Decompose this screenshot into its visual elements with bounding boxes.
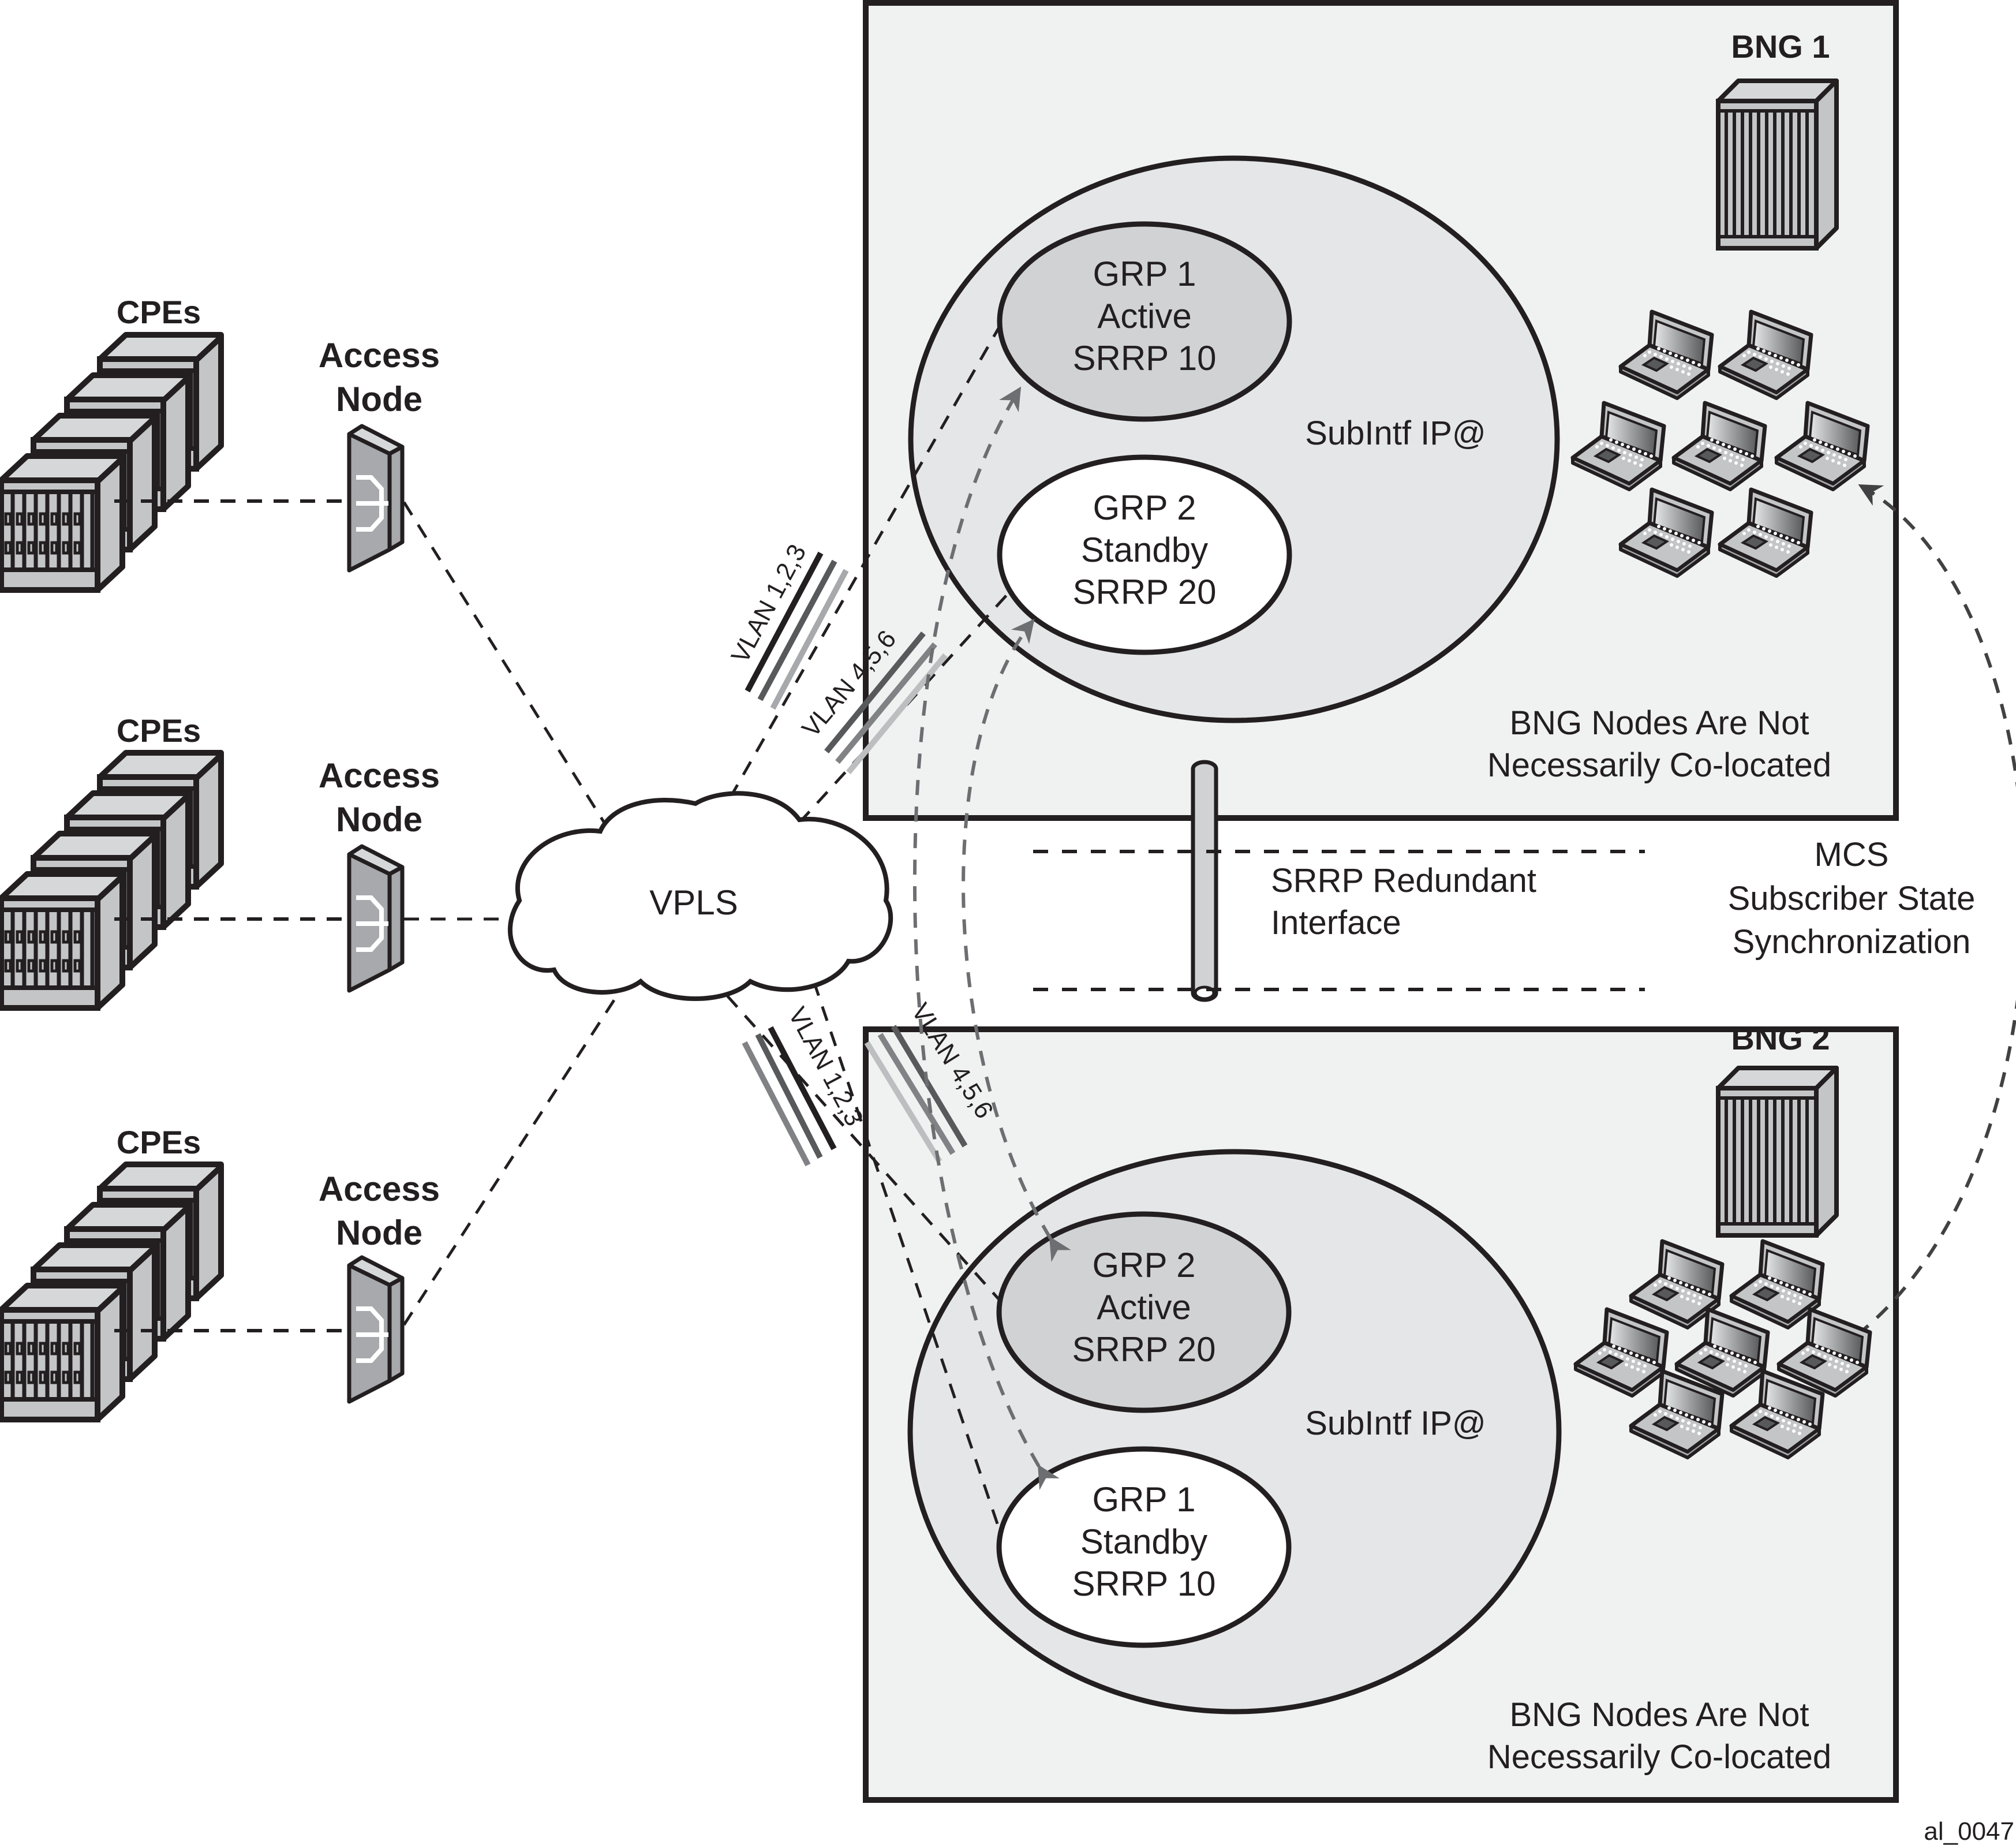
vlan-bundle-bng2-a [742, 1026, 837, 1167]
bng2-grp1-line2: Standby [1080, 1522, 1207, 1561]
access-node-label-2a: Access [319, 756, 440, 795]
access-node-2[interactable] [349, 846, 402, 991]
bng2-grp-standby-ellipse[interactable] [996, 1446, 1292, 1648]
bng1-grp1-line1: GRP 1 [1093, 255, 1196, 293]
cpe-stack-2[interactable] [1, 753, 221, 1008]
mcs-sync-arc [1811, 484, 2016, 1372]
bng2-grp2-line2: Active [1097, 1288, 1191, 1327]
bng1-grp-active-ellipse[interactable] [997, 221, 1292, 422]
cpe-label-1: CPEs [117, 294, 201, 330]
bng1-subintf-label: SubIntf IP@ [1305, 414, 1486, 452]
bng2-grp1-line1: GRP 1 [1093, 1480, 1196, 1519]
bng2-grp2-line1: GRP 2 [1093, 1246, 1196, 1284]
bng1-note-line2: Necessarily Co-located [1487, 746, 1831, 784]
bng2-subintf-label: SubIntf IP@ [1305, 1405, 1486, 1442]
access-node-1[interactable] [349, 426, 402, 570]
srrp-redundant-interface[interactable] [1191, 760, 1218, 1002]
bng2-note-line2: Necessarily Co-located [1487, 1738, 1831, 1776]
access-node-3[interactable] [349, 1257, 402, 1402]
access-node-label-1a: Access [319, 336, 440, 375]
vlan-bundle-bng2-b [864, 1025, 968, 1163]
access-node-label-3b: Node [336, 1213, 422, 1252]
cpe-stack-3[interactable] [1, 1164, 221, 1420]
bng1-grp2-line1: GRP 2 [1093, 488, 1196, 527]
bng2-router-icon [1718, 1068, 1837, 1235]
mcs-label-3: Synchronization [1733, 923, 1971, 961]
bng1-note-line1: BNG Nodes Are Not [1510, 704, 1809, 742]
figure-id: al_0047 [1924, 1817, 2014, 1845]
redundant-interface-label-1: SRRP Redundant [1271, 862, 1536, 899]
bng1-grp1-line2: Active [1097, 297, 1191, 335]
bng1-grp2-line3: SRRP 20 [1072, 573, 1216, 611]
bng1-grp2-line2: Standby [1081, 531, 1208, 569]
vpls-cloud[interactable]: VPLS [507, 791, 893, 1001]
access-node-label-1b: Node [336, 380, 422, 419]
cpe-stack-1[interactable] [1, 335, 221, 590]
access-vpls-links [402, 501, 628, 1326]
vpls-bng-links [726, 322, 1008, 1536]
bng1-router-icon [1718, 81, 1837, 248]
cpe-label-3: CPEs [117, 1124, 201, 1160]
access-node-label-3a: Access [319, 1170, 440, 1208]
bng1-grp1-line3: SRRP 10 [1072, 339, 1216, 378]
bng1-title: BNG 1 [1731, 28, 1830, 65]
cpe-label-2: CPEs [117, 712, 201, 749]
vpls-label: VPLS [649, 883, 738, 922]
bng2-note-line1: BNG Nodes Are Not [1510, 1696, 1809, 1734]
redundant-interface-label-2: Interface [1271, 904, 1401, 942]
bng2-grp1-line3: SRRP 10 [1072, 1564, 1215, 1603]
bng2-title: BNG 2 [1731, 1020, 1830, 1056]
bng2-grp2-line3: SRRP 20 [1072, 1330, 1215, 1369]
cpe-access-links [114, 499, 349, 1332]
srrp-arc-grp2 [962, 618, 1071, 1263]
mcs-label-1: MCS [1815, 836, 1889, 873]
mcs-label-2: Subscriber State [1728, 880, 1976, 917]
vlan-bundle-bng1-a [745, 551, 849, 710]
access-node-label-2b: Node [336, 800, 422, 839]
srrp-arc-grp1 [912, 386, 1060, 1491]
